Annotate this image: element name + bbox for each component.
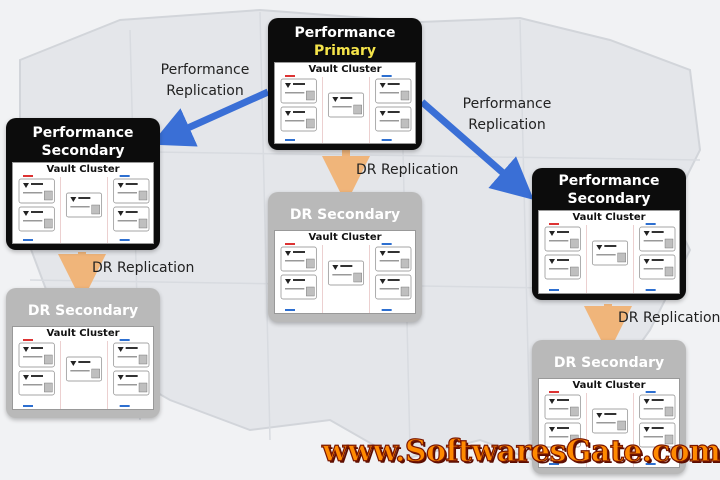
performance-secondary-right-title: Performance Secondary: [532, 172, 686, 208]
vault-nodes-graphic: [544, 391, 676, 467]
perf-replication-label-right-line2: Replication: [468, 117, 546, 133]
vault-nodes-graphic: [280, 243, 412, 313]
dr-secondary-left-node: DR Secondary Vault Cluster: [6, 288, 160, 418]
vault-server-box: [18, 342, 55, 368]
perf-secondary-left-line2: Secondary: [41, 143, 125, 159]
vault-server-box: [18, 178, 55, 204]
cluster-label: Vault Cluster: [308, 232, 382, 243]
vault-server-box: [65, 192, 103, 218]
perf-replication-label-left-line2: Replication: [166, 83, 244, 99]
vault-server-box: [639, 226, 676, 252]
vault-server-box: [113, 178, 150, 204]
vault-server-box: [544, 254, 581, 280]
vault-server-box: [327, 260, 365, 286]
performance-primary-node: Performance Primary Vault Cluster: [268, 18, 422, 150]
vault-server-box: [639, 394, 676, 420]
cluster-label: Vault Cluster: [572, 212, 646, 223]
primary-title-line1: Performance: [294, 25, 396, 41]
vault-cluster-panel: Vault Cluster: [274, 62, 416, 144]
vault-server-box: [639, 422, 676, 448]
vault-server-box: [65, 356, 103, 382]
perf-replication-label-left: Performance Replication: [150, 60, 260, 102]
cluster-label: Vault Cluster: [308, 64, 382, 75]
dr-replication-label-right: DR Replication: [618, 310, 720, 326]
vault-server-box: [327, 92, 365, 118]
vault-server-box: [591, 240, 629, 266]
vault-server-box: [375, 274, 412, 300]
perf-secondary-left-line1: Performance: [32, 125, 134, 141]
performance-primary-title: Performance Primary: [268, 24, 422, 60]
vault-cluster-panel: Vault Cluster: [12, 162, 154, 244]
vault-server-box: [18, 206, 55, 232]
vault-server-box: [544, 422, 581, 448]
vault-nodes-graphic: [18, 339, 150, 409]
vault-server-box: [280, 246, 317, 272]
vault-server-box: [113, 370, 150, 396]
vault-nodes-graphic: [18, 175, 150, 243]
perf-replication-label-left-line1: Performance: [160, 62, 250, 78]
vault-server-box: [113, 342, 150, 368]
performance-secondary-right-node: Performance Secondary Vault Cluster: [532, 168, 686, 300]
dr-secondary-right-title: DR Secondary: [553, 355, 665, 371]
dr-replication-label-left: DR Replication: [92, 260, 195, 276]
vault-server-box: [280, 78, 317, 104]
perf-replication-label-right: Performance Replication: [452, 94, 562, 136]
vault-server-box: [375, 246, 412, 272]
vault-server-box: [280, 274, 317, 300]
vault-server-box: [544, 226, 581, 252]
primary-title-line2: Primary: [313, 43, 377, 59]
cluster-label: Vault Cluster: [46, 328, 120, 339]
watermark-logo: www.SoftwaresGate.com: [321, 433, 720, 469]
performance-secondary-left-title: Performance Secondary: [6, 124, 160, 160]
vault-server-box: [18, 370, 55, 396]
vault-server-box: [375, 78, 412, 104]
dr-secondary-right-node: DR Secondary Vault Cluster: [532, 340, 686, 474]
vault-server-box: [639, 254, 676, 280]
dr-secondary-center-node: DR Secondary Vault Cluster: [268, 192, 422, 322]
vault-cluster-panel: Vault Cluster: [274, 230, 416, 314]
perf-replication-label-right-line1: Performance: [462, 96, 552, 112]
dr-replication-label-center: DR Replication: [356, 162, 459, 178]
vault-server-box: [113, 206, 150, 232]
dr-secondary-left-title: DR Secondary: [27, 303, 139, 319]
vault-nodes-graphic: [280, 75, 412, 143]
vault-cluster-panel: Vault Cluster: [538, 378, 680, 468]
dr-secondary-center-title: DR Secondary: [289, 207, 401, 223]
performance-secondary-left-node: Performance Secondary Vault Cluster: [6, 118, 160, 250]
vault-server-box: [280, 106, 317, 132]
vault-cluster-panel: Vault Cluster: [12, 326, 154, 410]
vault-cluster-panel: Vault Cluster: [538, 210, 680, 294]
cluster-label: Vault Cluster: [46, 164, 120, 175]
vault-server-box: [591, 408, 629, 434]
perf-secondary-right-line2: Secondary: [567, 191, 651, 207]
cluster-label: Vault Cluster: [572, 380, 646, 391]
vault-server-box: [375, 106, 412, 132]
vault-server-box: [544, 394, 581, 420]
vault-nodes-graphic: [544, 223, 676, 293]
perf-secondary-right-line1: Performance: [558, 173, 660, 189]
